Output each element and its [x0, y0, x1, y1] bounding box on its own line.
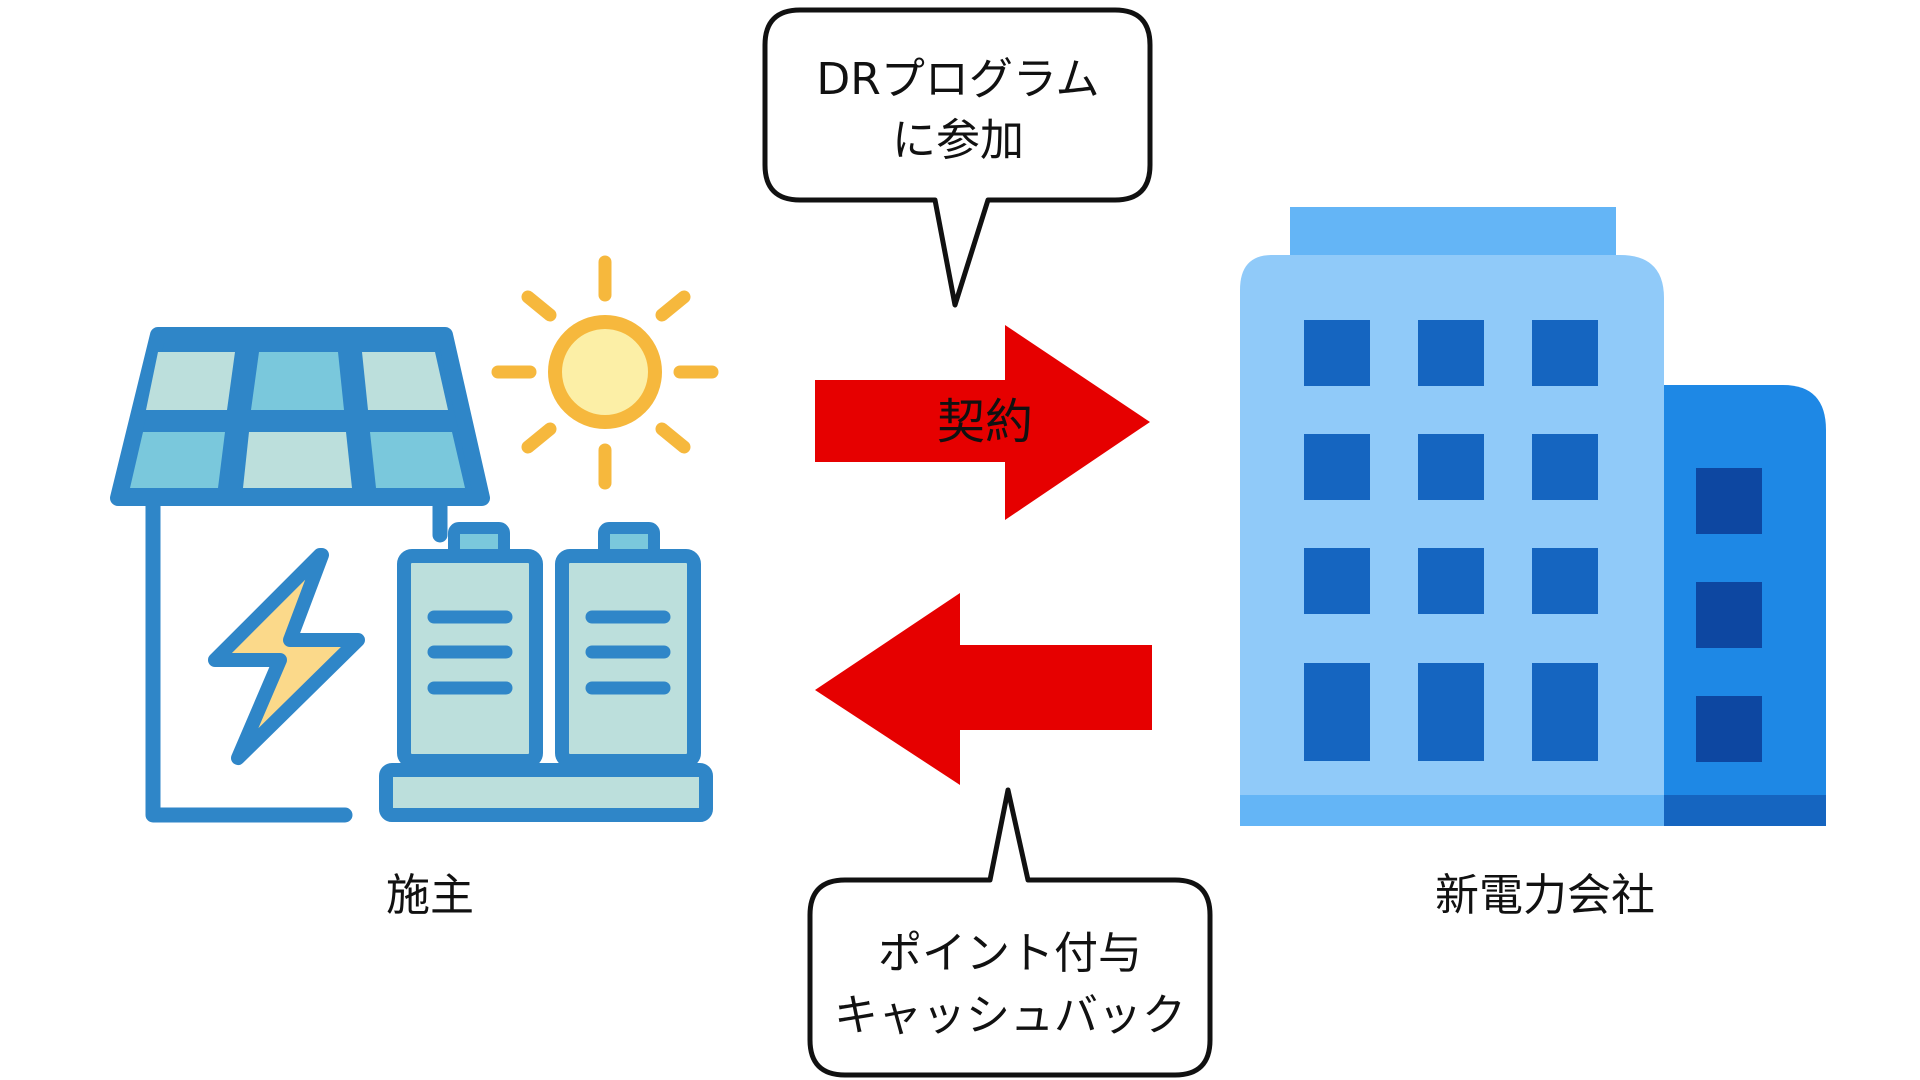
callout-dr-program-line2: に参加: [892, 115, 1024, 166]
callout-bubble-bottom: [807, 787, 1213, 1078]
callout-reward-line1: ポイント付与: [878, 928, 1142, 979]
arrow-right-icon: [815, 325, 1150, 520]
house-outline: [145, 490, 353, 823]
reward-arrow: [815, 593, 1152, 785]
office-building-icon: [1240, 207, 1826, 826]
callout-bubble-top: [762, 7, 1153, 308]
battery-icon: [397, 522, 543, 768]
company-label: 新電力会社: [1435, 870, 1655, 921]
callout-reward-line2: キャッシュバック: [834, 990, 1186, 1041]
solar-panel-icon: [110, 327, 490, 506]
lightning-bolt-icon: [208, 548, 365, 765]
callout-dr-program: DRプログラム に参加: [762, 7, 1153, 308]
contract-label: 契約: [937, 394, 1033, 450]
contract-arrow: 契約: [815, 325, 1150, 520]
owner-illustration: [110, 255, 719, 823]
arrow-left-icon: [815, 593, 1152, 785]
sun-icon: [491, 255, 719, 490]
battery-icon: [555, 522, 701, 768]
callout-dr-program-line1: DRプログラム: [816, 54, 1099, 105]
owner-label: 施主: [386, 870, 474, 921]
battery-base: [379, 763, 713, 822]
callout-reward: ポイント付与 キャッシュバック: [807, 787, 1213, 1078]
